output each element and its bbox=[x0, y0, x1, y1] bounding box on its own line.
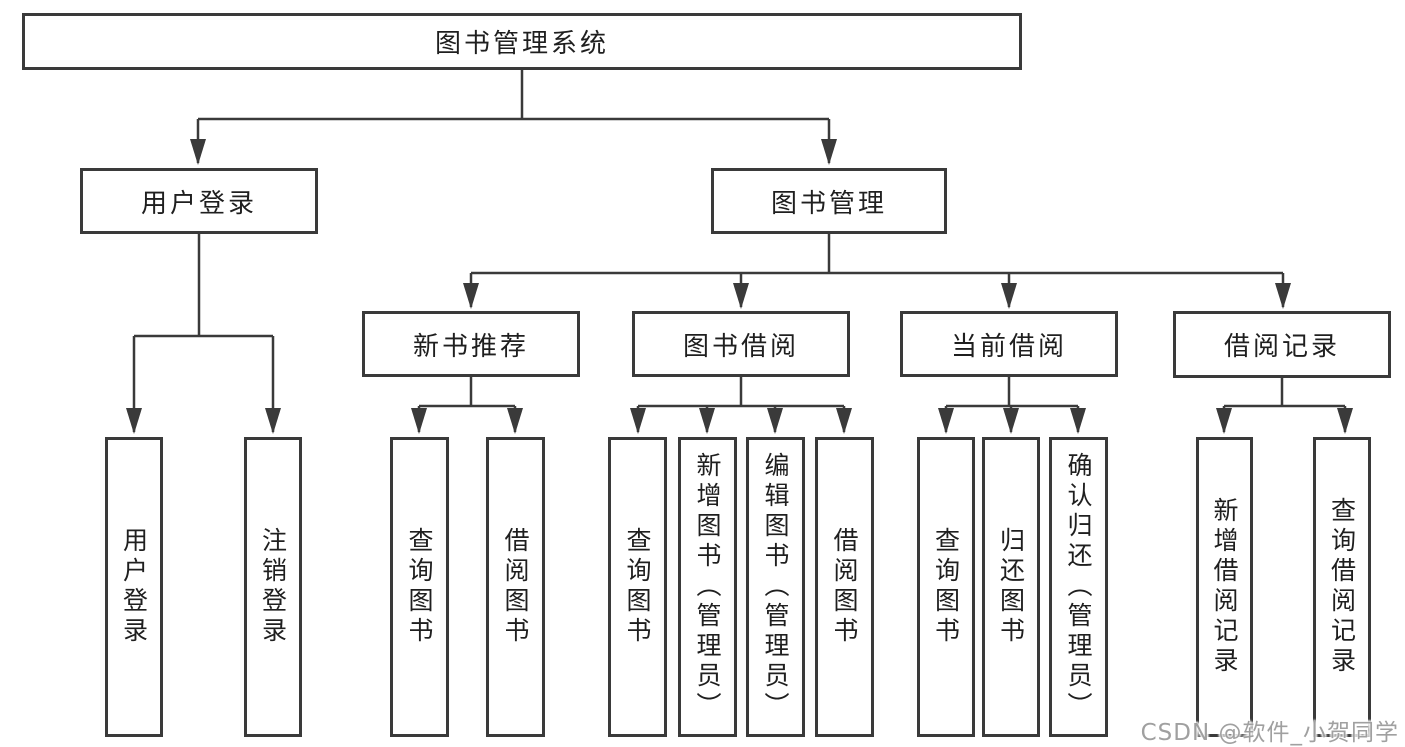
node-root: 图书管理系统 bbox=[22, 13, 1022, 70]
node-cb-query-books: 查询图书 bbox=[917, 437, 975, 737]
node-br-add-record: 新增借阅记录 bbox=[1196, 437, 1253, 737]
node-nb-query-books: 查询图书 bbox=[390, 437, 449, 737]
node-user-login: 用户登录 bbox=[80, 168, 318, 234]
node-user-login-leaf: 用户登录 bbox=[105, 437, 163, 737]
node-logout-leaf: 注销登录 bbox=[244, 437, 302, 737]
node-current-borrow: 当前借阅 bbox=[900, 311, 1118, 377]
node-borrow-records: 借阅记录 bbox=[1173, 311, 1391, 378]
node-new-book-recommend: 新书推荐 bbox=[362, 311, 580, 377]
node-bb-edit-books: 编辑图书（管理员） bbox=[746, 437, 805, 737]
rail-new-book bbox=[419, 377, 515, 408]
node-book-borrow: 图书借阅 bbox=[632, 311, 850, 377]
node-cb-return-books: 归还图书 bbox=[982, 437, 1040, 737]
rail-user-login bbox=[134, 234, 273, 338]
node-book-management: 图书管理 bbox=[711, 168, 947, 234]
node-cb-confirm-return: 确认归还（管理员） bbox=[1049, 437, 1108, 737]
node-bb-borrow-books: 借阅图书 bbox=[815, 437, 874, 737]
csdn-watermark: CSDN @软件_小贺同学 bbox=[1140, 720, 1399, 746]
rail-book-management bbox=[471, 234, 1283, 275]
rail-current-borrow bbox=[946, 377, 1078, 408]
node-nb-borrow-books: 借阅图书 bbox=[486, 437, 545, 737]
node-bb-query-books: 查询图书 bbox=[608, 437, 667, 737]
rail-book-borrow bbox=[638, 377, 844, 408]
rail-root bbox=[198, 70, 829, 121]
rail-borrow-records bbox=[1224, 378, 1345, 408]
node-bb-add-books: 新增图书（管理员） bbox=[678, 437, 737, 737]
node-br-query-record: 查询借阅记录 bbox=[1313, 437, 1371, 737]
